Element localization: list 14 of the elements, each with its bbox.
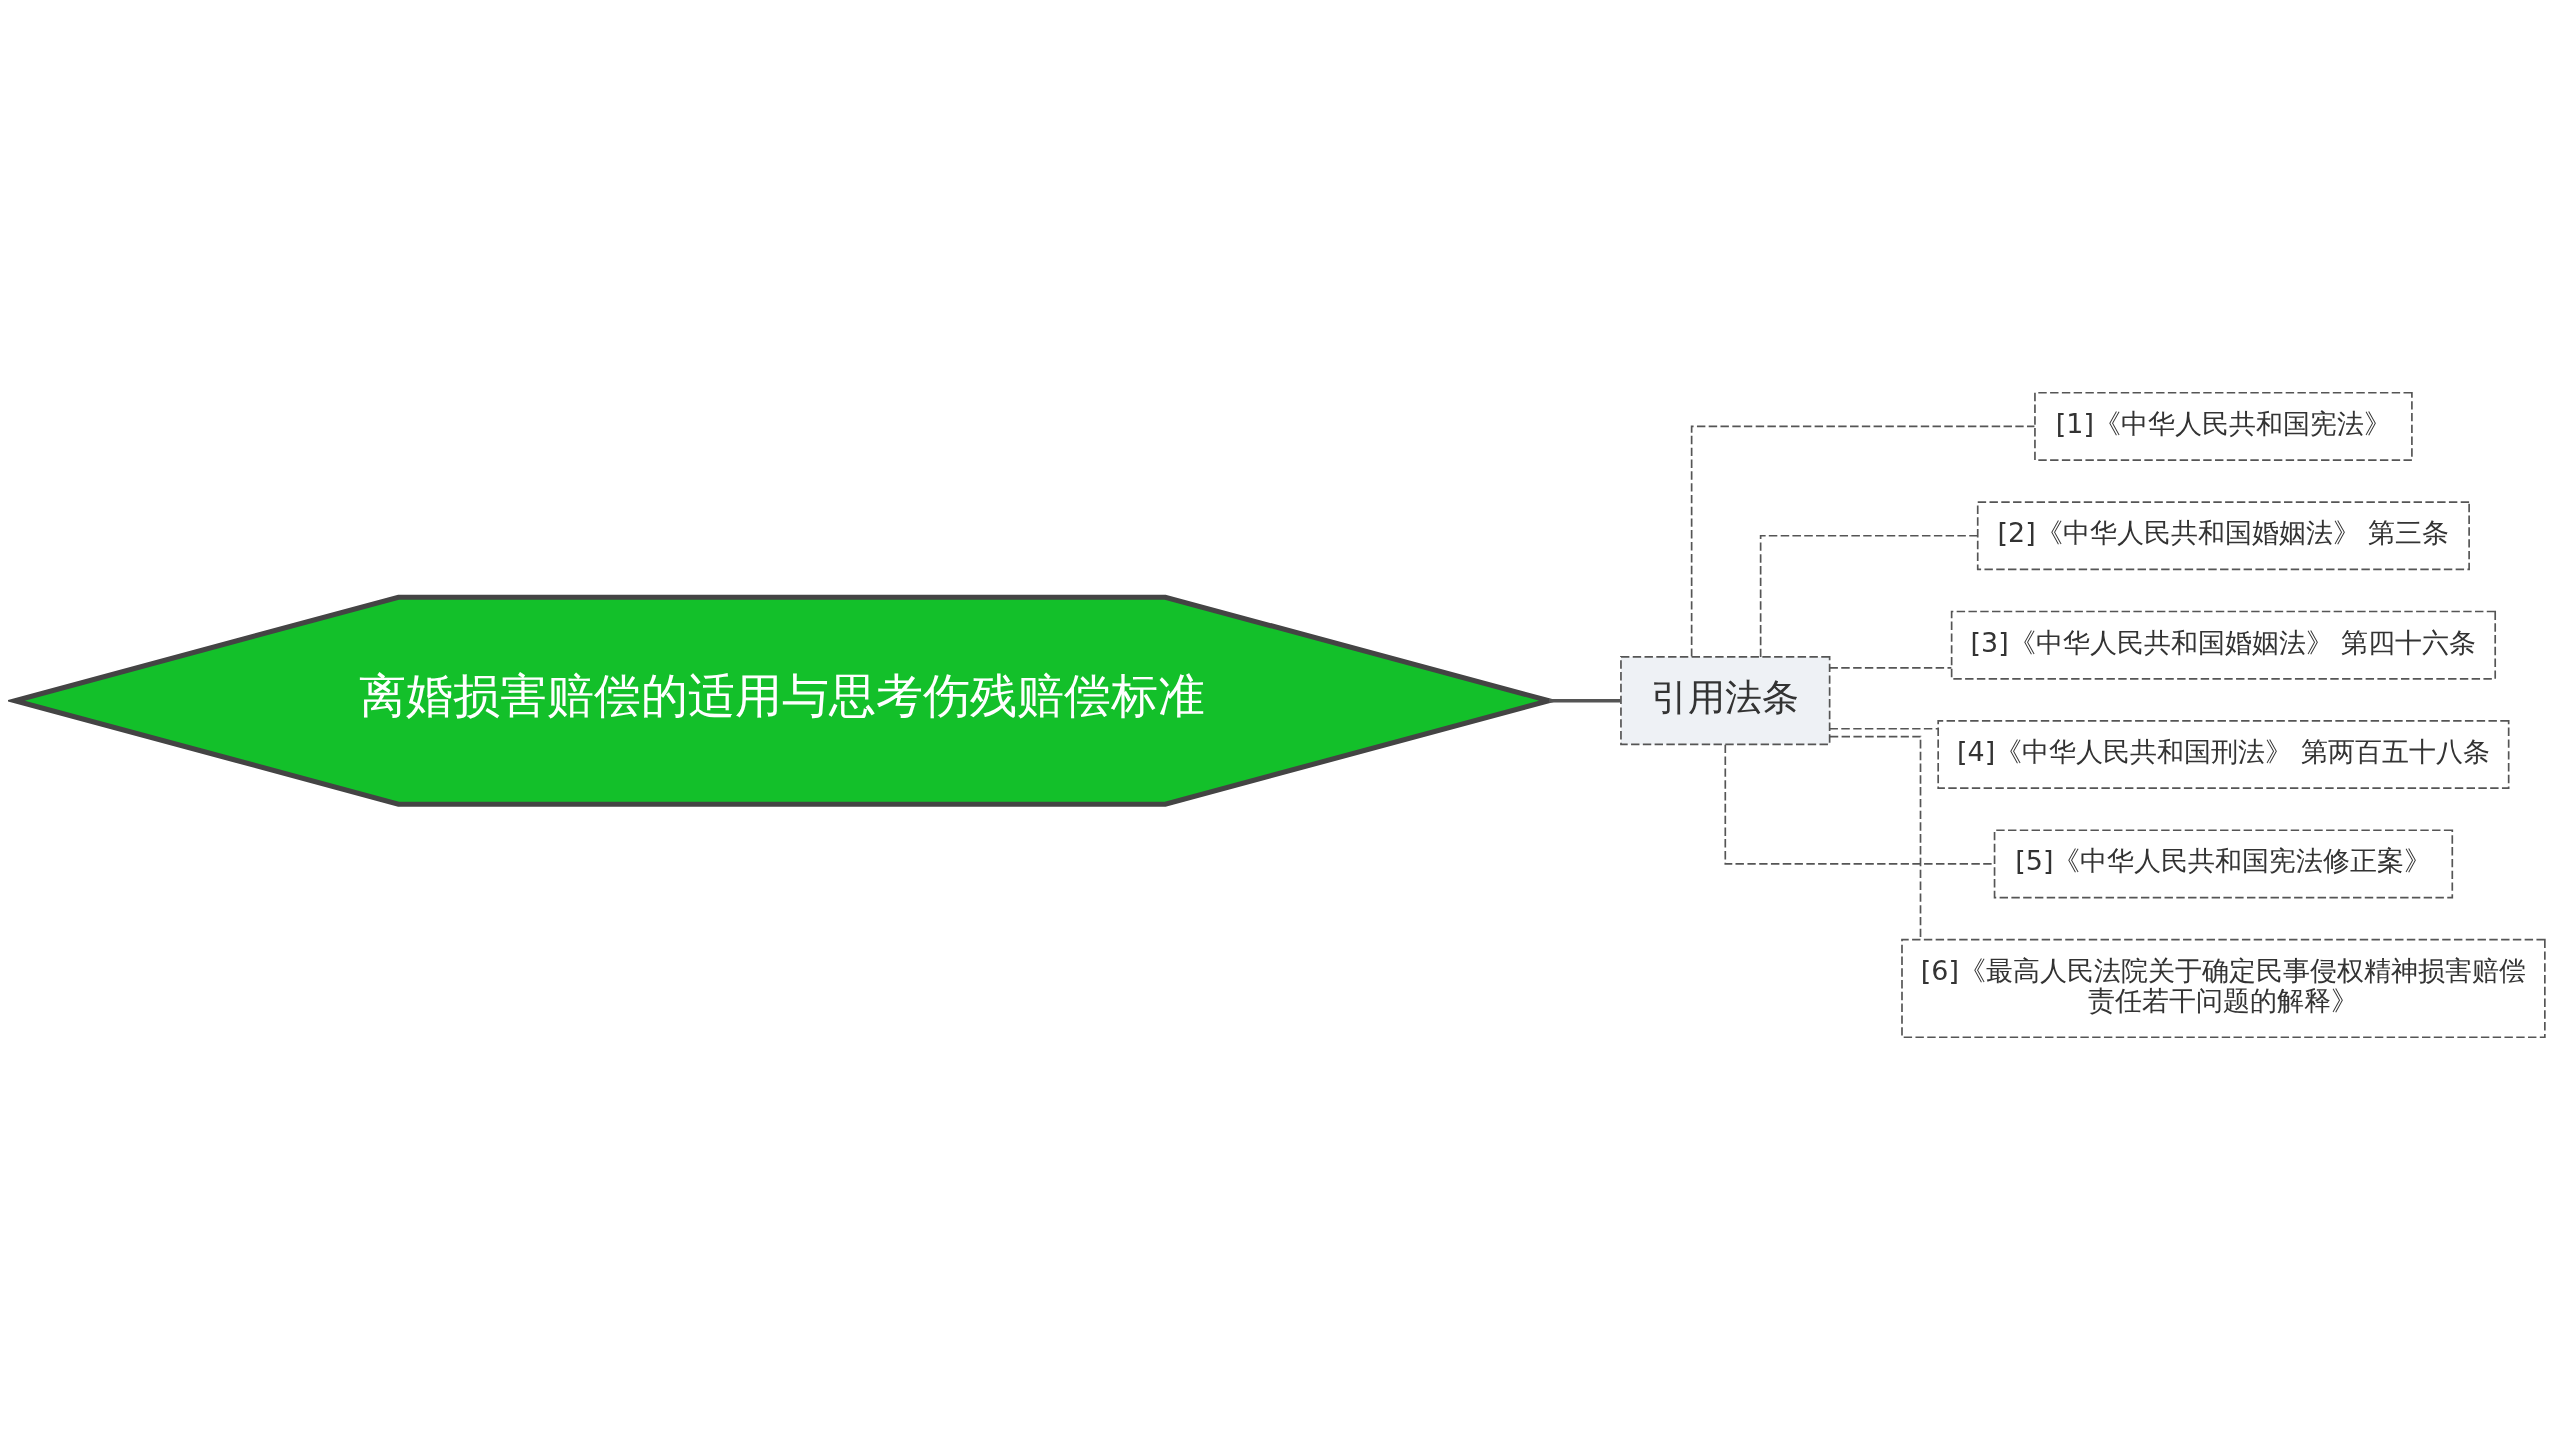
- node-box: [6]《最高人民法院关于确定民事侵权精神损害赔偿责任若干问题的解释》: [1901, 938, 2546, 1038]
- connector: [1759, 534, 1978, 658]
- connector: [1828, 727, 1939, 730]
- node-box: [4]《中华人民共和国刑法》 第两百五十八条: [1937, 719, 2510, 789]
- connector: [1548, 698, 1621, 702]
- node-box: [1]《中华人民共和国宪法》: [2034, 391, 2413, 461]
- connector: [1690, 425, 2036, 657]
- node-box: [5]《中华人民共和国宪法修正案》: [1993, 828, 2454, 898]
- node-box: [3]《中华人民共和国婚姻法》 第四十六条: [1950, 610, 2497, 680]
- connector: [1724, 743, 1995, 865]
- node-box: [2]《中华人民共和国婚姻法》 第三条: [1976, 500, 2470, 570]
- connector: [1828, 735, 1922, 940]
- node-box: 引用法条: [1620, 655, 1831, 745]
- connector: [1828, 666, 1953, 669]
